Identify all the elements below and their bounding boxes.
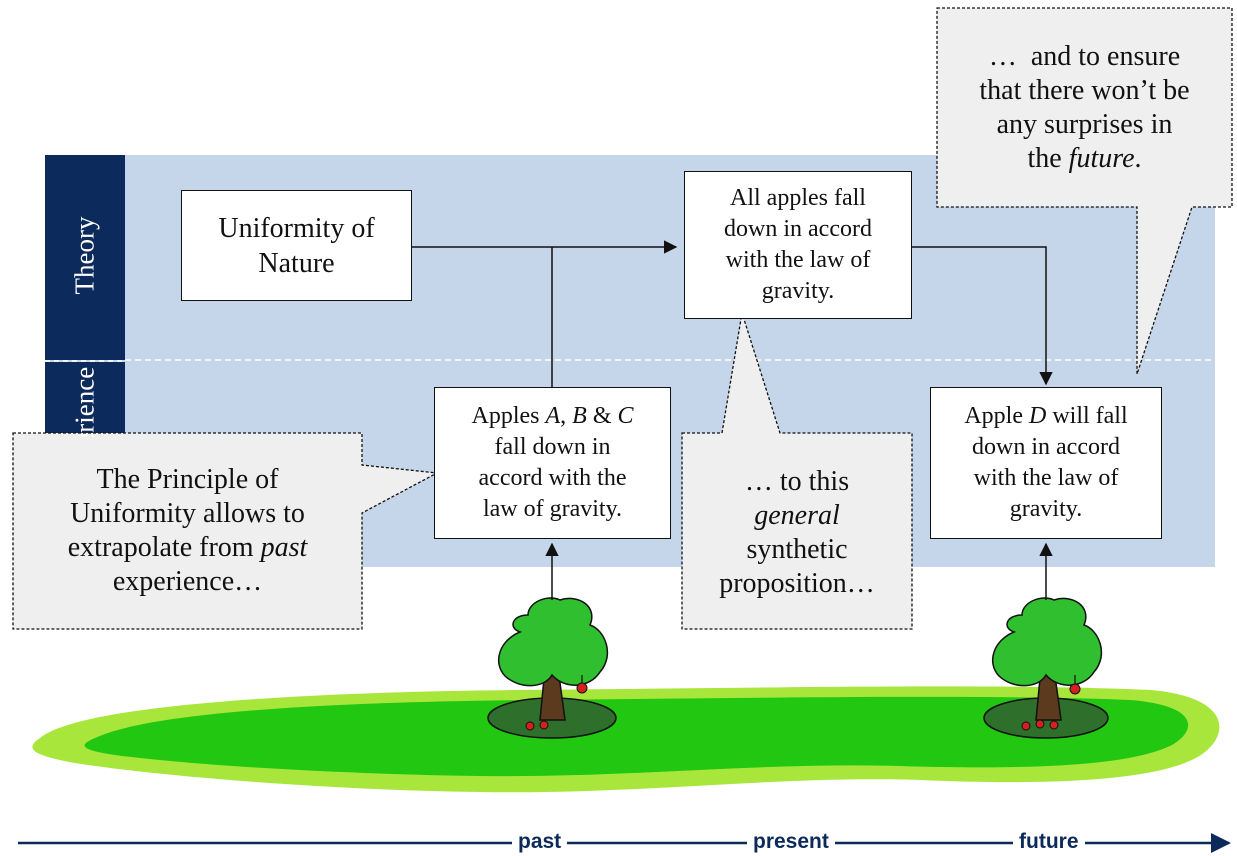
principle-line-3-prefix: extrapolate from [67,532,261,563]
apple-d-line-2: down in accord [972,433,1120,460]
general-law-line-4: gravity. [761,278,835,305]
theory-label-bg [45,155,125,360]
apples-sep-2: & [586,402,618,429]
uniformity-line-2: Nature [258,247,335,279]
future-line-1: … and to ensure [988,40,1181,72]
general-law-line-1: All apples fall [730,184,866,211]
general-line-3: synthetic [746,534,848,565]
timeline-past-label: past [512,830,568,854]
apple-d-letter: D [1028,402,1047,429]
principle-line-4: experience… [112,566,263,598]
grass-inner [84,696,1189,777]
arrow-to-apple-d [912,246,1053,386]
apple-a: A [545,402,561,429]
future-line-2: that there won’t be [979,74,1190,106]
general-line-2: general [754,499,840,531]
apples-abc-line-4: law of gravity. [482,496,623,523]
principle-line-3: extrapolate from past [68,531,308,565]
principle-line-1: The Principle of [96,463,279,495]
uniformity-of-nature-box: Uniformity of Nature [181,190,412,301]
future-line-4-suffix: . [1134,143,1142,175]
apple-d-line-1: Apple D will fall [964,401,1127,432]
future-line-4-prefix: the [1027,143,1069,175]
general-law-line-3: with the law of [725,247,871,273]
experience-label-bg [45,362,125,437]
general-line-4: proposition… [719,568,875,600]
general-law-box: All apples fall down in accord with the … [684,171,912,319]
callout-future-text: … and to ensure that there won’t be any … [939,12,1230,204]
general-line-1: … to this [744,465,850,497]
callout-principle-shape [12,432,440,630]
principle-line-2: Uniformity allows to [70,497,305,529]
future-line-4-em: future [1068,143,1135,175]
callout-general-shape [681,312,913,630]
apples-abc-line-1: Apples A, B & C [471,401,633,432]
callout-principle-text: The Principle of Uniformity allows to ex… [15,436,360,626]
timeline-future-label: future [1013,830,1085,854]
theory-label: Theory [69,216,100,295]
apple-d-line-3: with the law of [973,465,1119,491]
apple-b: B [572,402,587,429]
experience-label-clip: Experience [45,362,125,437]
principle-line-3-em: past [260,532,308,563]
apples-abc-line-3: accord with the [478,465,627,491]
general-law-line-2: down in accord [724,215,872,242]
apples-prefix: Apples [471,402,546,429]
timeline-present-label: present [747,830,835,854]
tree-past [487,597,617,739]
callout-future-shape [936,7,1233,375]
apple-c: C [617,402,634,429]
apples-sep-1: , [560,402,573,429]
future-line-4: the future. [979,142,1189,176]
uniformity-line-1: Uniformity of [218,212,375,244]
apple-d-box: Apple D will fall down in accord with th… [930,387,1162,539]
tree-future [983,597,1109,739]
apple-d-suffix: will fall [1046,402,1128,429]
apples-abc-box: Apples A, B & C fall down in accord with… [434,387,671,539]
experience-label: Experience [69,366,100,437]
apples-abc-line-2: fall down in [494,433,611,460]
callout-general-text: … to this general synthetic proposition… [684,440,910,626]
apple-d-prefix: Apple [964,402,1029,429]
apple-d-line-4: gravity. [1009,496,1083,523]
future-line-3: any surprises in [996,109,1173,140]
